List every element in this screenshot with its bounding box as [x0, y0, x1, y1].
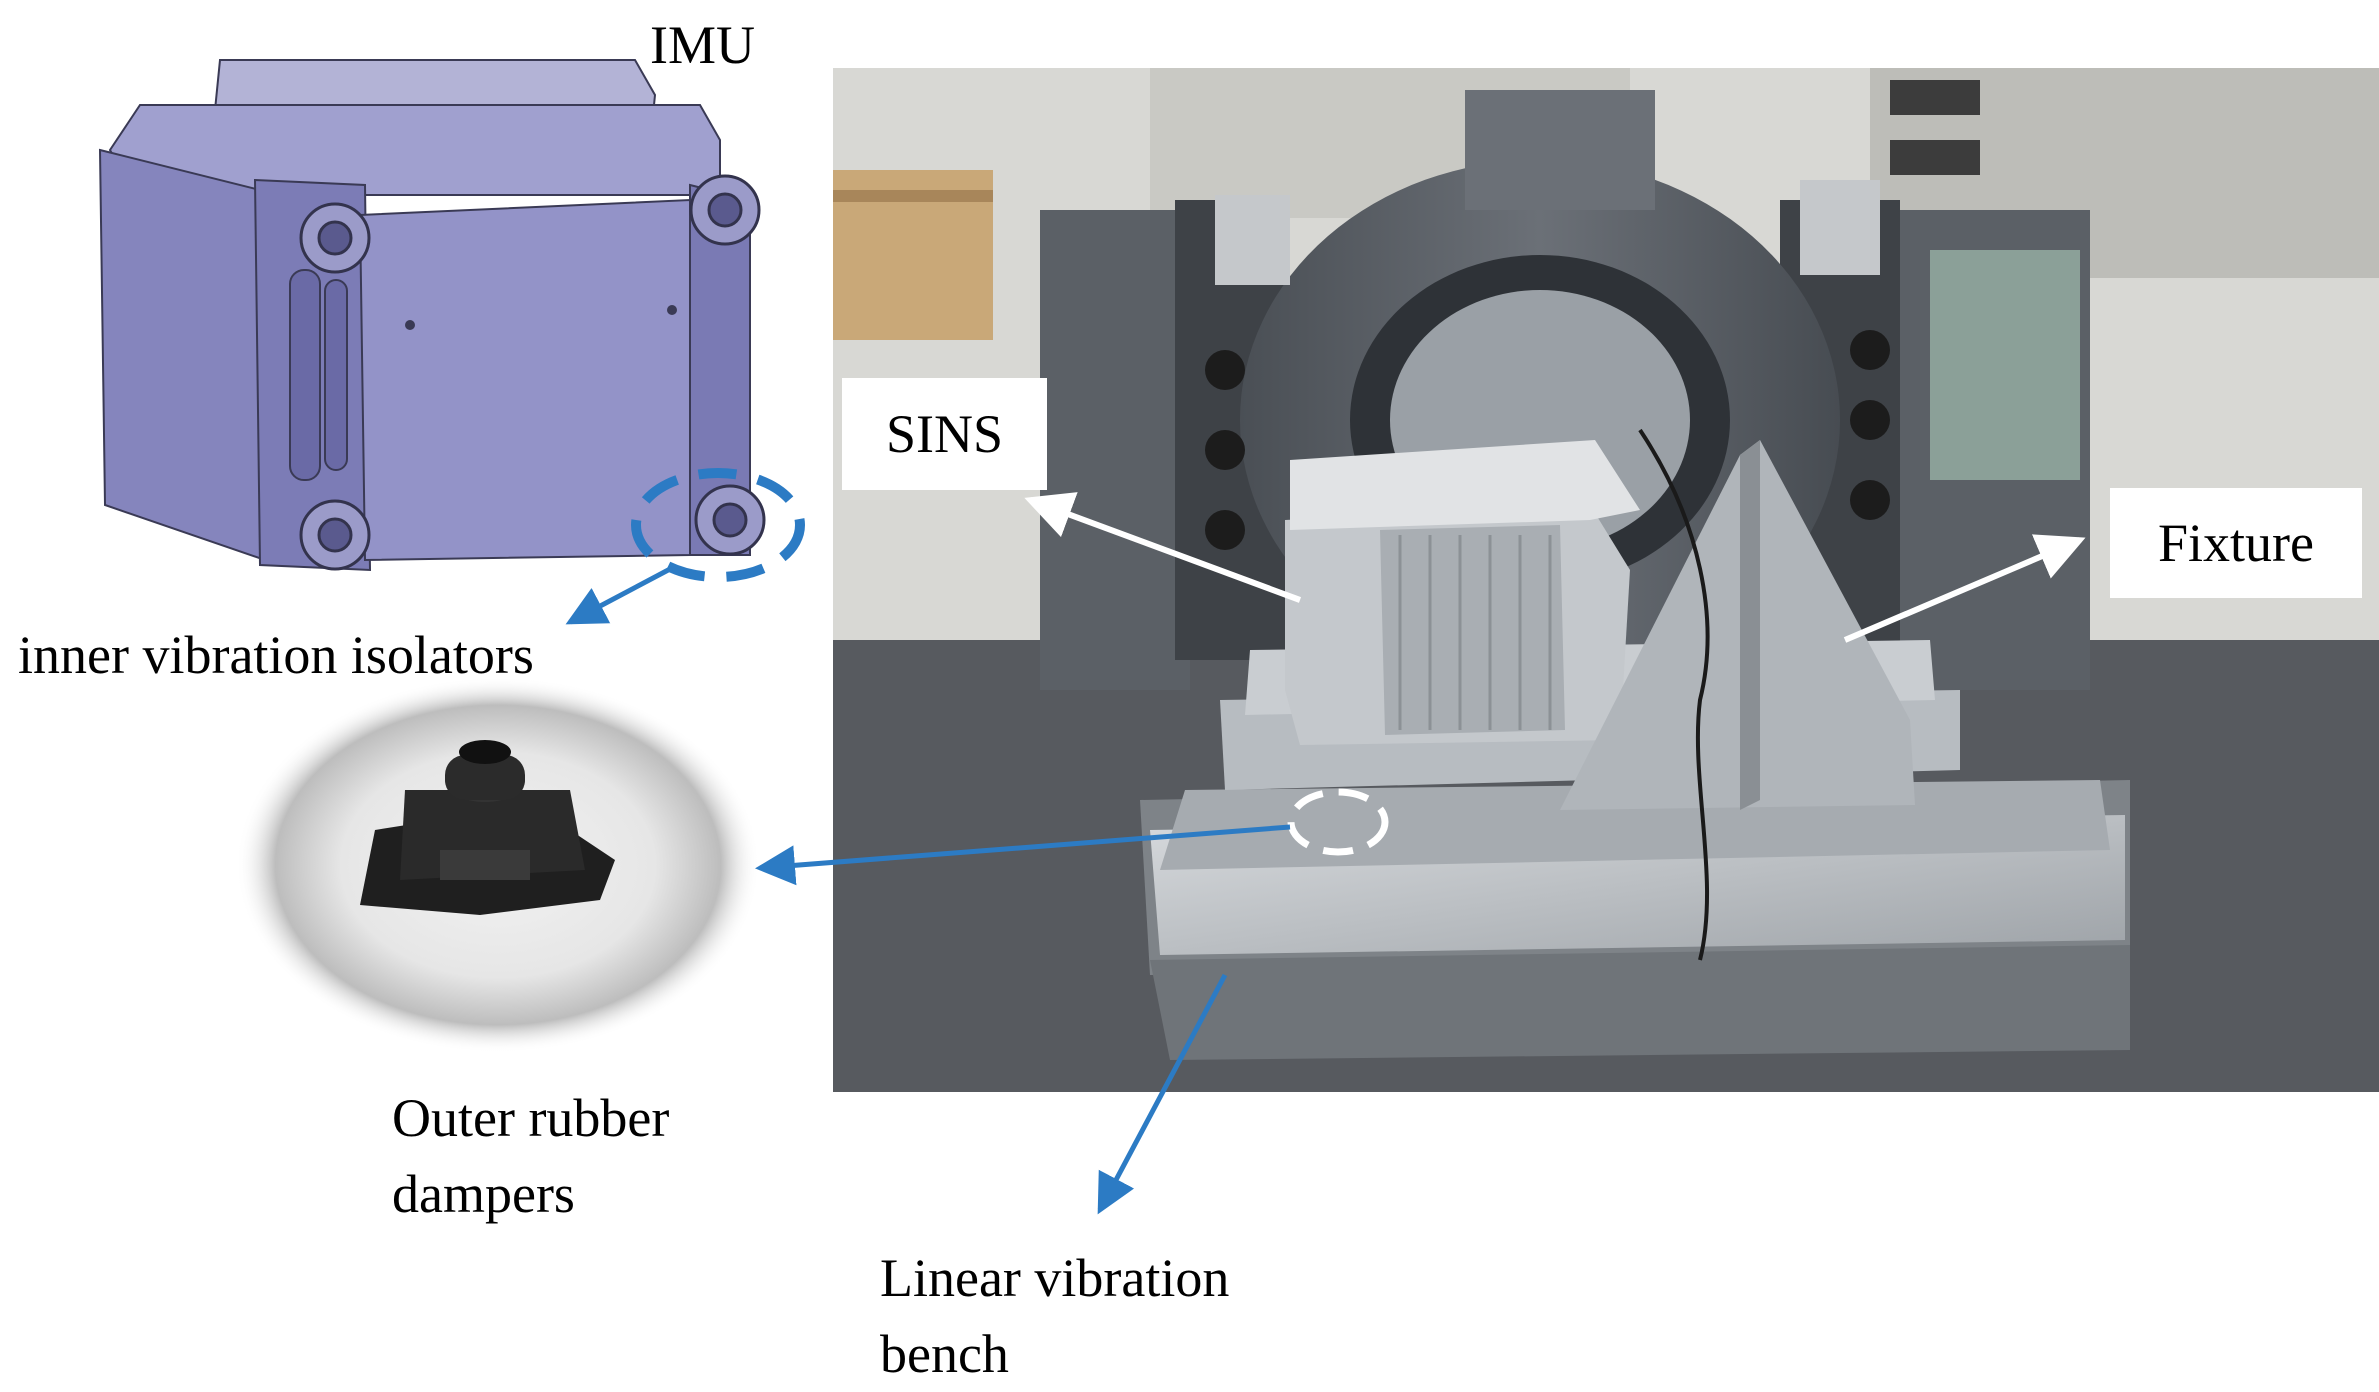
sins-label: SINS	[842, 378, 1047, 490]
inner-isolator-highlight	[631, 468, 805, 582]
arrow-inner-isolators	[565, 565, 674, 625]
rubber-damper-photo	[236, 677, 760, 1053]
arrow-bench	[1097, 973, 1228, 1215]
outer-damper-highlight	[1287, 788, 1389, 856]
outer-dampers-label: Outer rubber dampers	[392, 1080, 669, 1232]
inner-isolators-label: inner vibration isolators	[18, 625, 534, 685]
bench-line-2: bench	[880, 1324, 1009, 1384]
callout-arrows	[565, 492, 2086, 1215]
arrow-outer-dampers	[755, 824, 1291, 886]
imu-label: IMU	[650, 15, 755, 75]
fixture-label: Fixture	[2110, 488, 2362, 598]
imu-cad-illustration	[98, 59, 805, 582]
bench-line-1: Linear vibration	[880, 1248, 1230, 1308]
vibration-test-photo	[833, 68, 2379, 1092]
outer-dampers-line-1: Outer rubber	[392, 1088, 670, 1148]
outer-dampers-line-2: dampers	[392, 1164, 575, 1224]
bench-label: Linear vibration bench	[880, 1240, 1229, 1392]
arrow-fixture	[1843, 534, 2086, 643]
arrow-sins	[1024, 492, 1302, 603]
